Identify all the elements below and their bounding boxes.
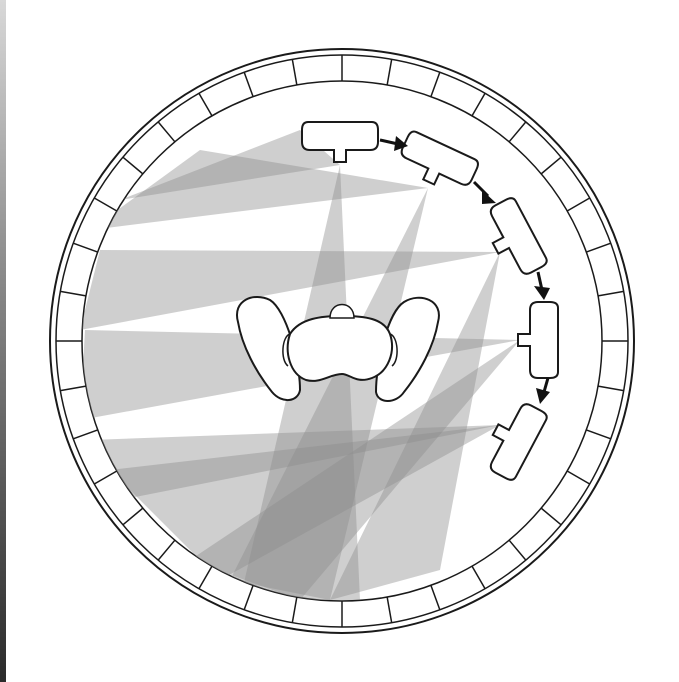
head-body xyxy=(288,316,392,381)
